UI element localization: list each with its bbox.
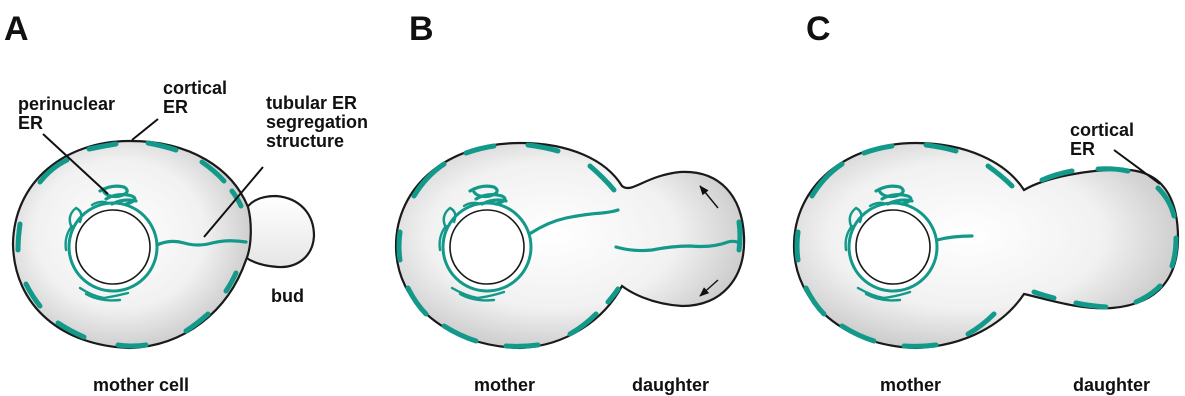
panel-a-tubular-label-1: tubular ER bbox=[266, 93, 357, 113]
panel-a-cortical-leader bbox=[132, 119, 158, 140]
panel-a-cortical-label-2: ER bbox=[163, 97, 188, 117]
panel-c-mother-label: mother bbox=[880, 375, 941, 395]
panel-a-mother-label: mother cell bbox=[93, 375, 189, 395]
panel-c-cortical-label-2: ER bbox=[1070, 139, 1095, 159]
panel-a-perinuclear-label-1: perinuclear bbox=[18, 94, 115, 114]
panel-a-nucleus bbox=[76, 210, 150, 284]
panel-a-bud bbox=[244, 196, 314, 267]
panel-b-nucleus bbox=[450, 210, 524, 284]
panel-b-letter: B bbox=[409, 10, 434, 48]
panel-a-tubular-label-3: structure bbox=[266, 131, 344, 151]
panel-a: A bbox=[4, 10, 368, 395]
panel-c-cortical-label-1: cortical bbox=[1070, 120, 1134, 140]
panel-c-letter: C bbox=[806, 10, 831, 48]
panel-c-daughter-label: daughter bbox=[1073, 375, 1150, 395]
panel-a-cortical-label-1: cortical bbox=[163, 78, 227, 98]
panel-a-letter: A bbox=[4, 10, 29, 48]
panel-c-nucleus bbox=[856, 210, 930, 284]
panel-a-tubular-label-2: segregation bbox=[266, 112, 368, 132]
panel-b-mother-label: mother bbox=[474, 375, 535, 395]
panel-a-perinuclear-label-2: ER bbox=[18, 113, 43, 133]
panel-b-daughter-label: daughter bbox=[632, 375, 709, 395]
panel-a-bud-label: bud bbox=[271, 286, 304, 306]
panel-b: B bbox=[396, 10, 744, 395]
panel-c: C bbox=[794, 10, 1178, 395]
